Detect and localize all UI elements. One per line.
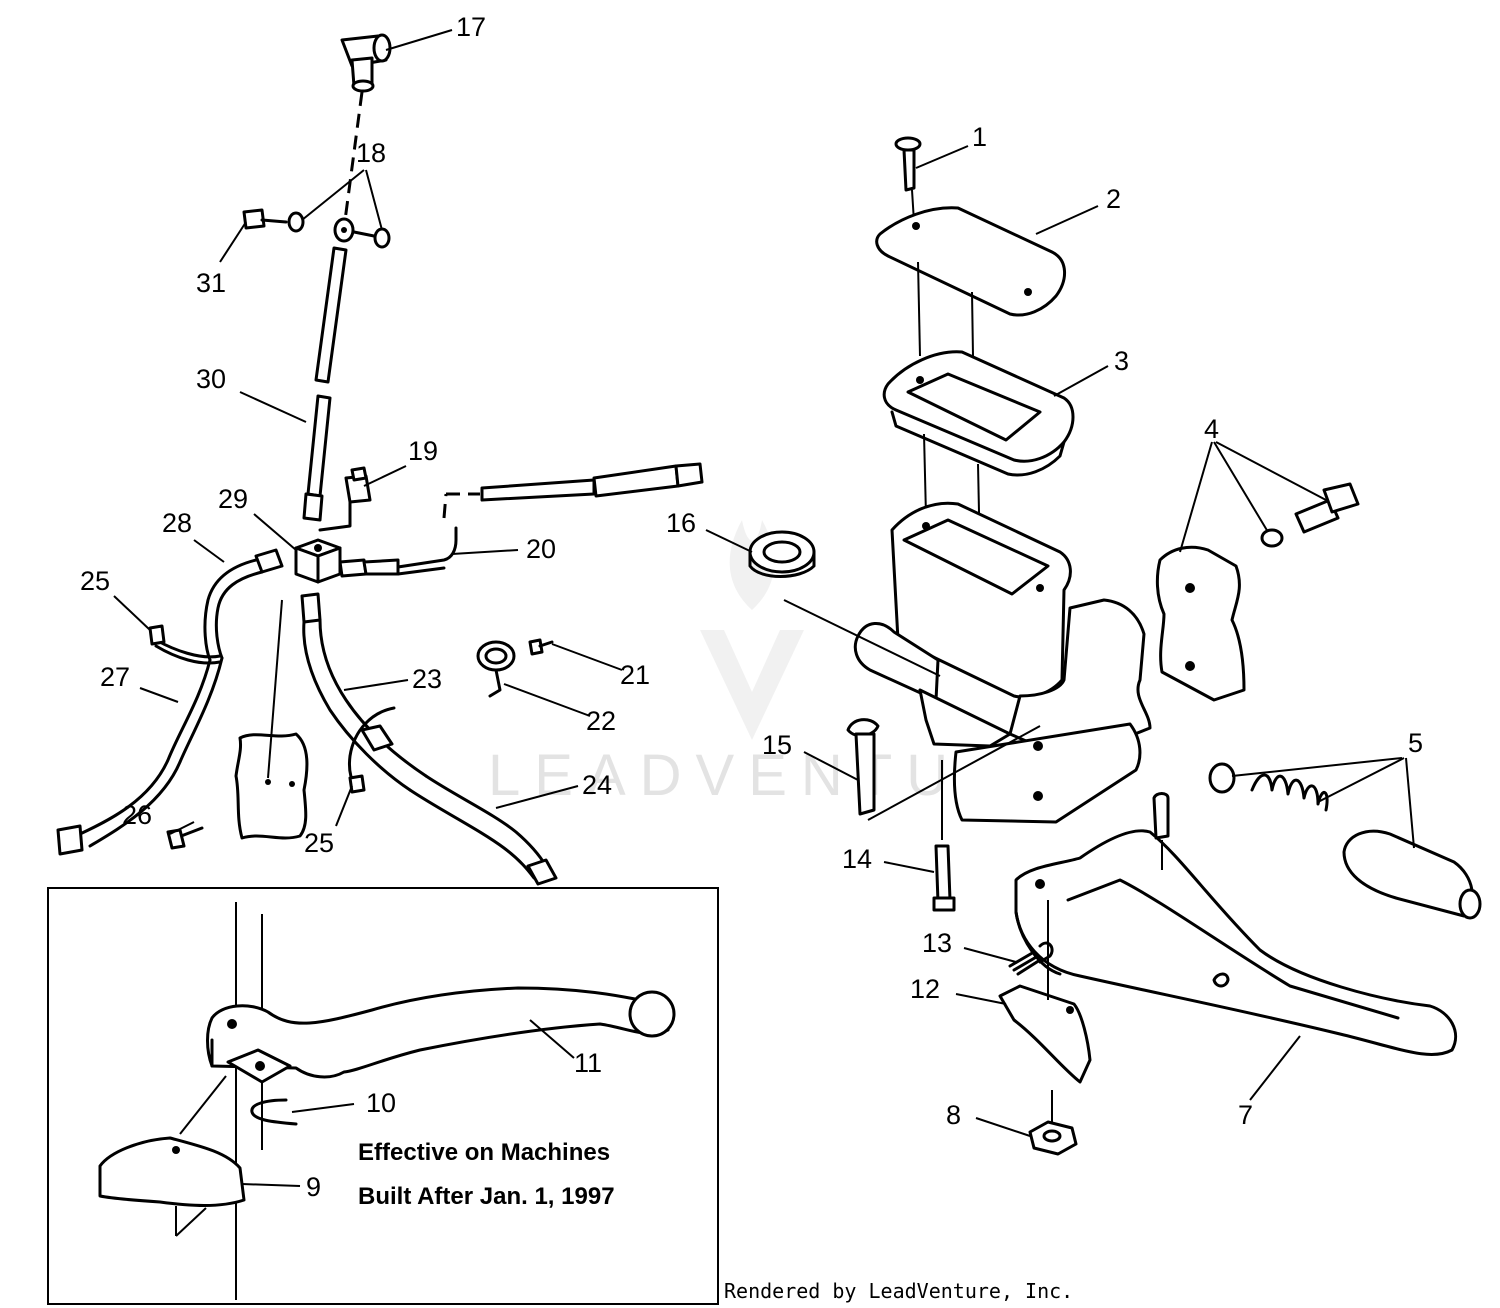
callout-30: 30 [196, 364, 226, 394]
callout-31: 31 [196, 268, 226, 298]
callout-25-lower: 25 [304, 828, 334, 858]
render-credit: Rendered by LeadVenture, Inc. [724, 1279, 1073, 1303]
callout-8: 8 [946, 1100, 961, 1130]
callout-17: 17 [456, 12, 486, 42]
brake-line-assembly [56, 33, 704, 886]
callout-5: 5 [1408, 728, 1423, 758]
part-17-tee-fitting [340, 33, 392, 93]
part-2-reservoir-cover [875, 206, 1066, 317]
inset-panel: Effective on Machines Built After Jan. 1… [47, 887, 719, 1305]
part-19-bleeder-valve [318, 466, 372, 532]
leader-lines [113, 29, 1415, 1187]
callout-21: 21 [620, 660, 650, 690]
callout-3: 3 [1114, 346, 1129, 376]
callout-26: 26 [122, 800, 152, 830]
part-29-junction-block [294, 538, 342, 584]
callout-25-upper: 25 [80, 566, 110, 596]
inset-note-line1: Effective on Machines [358, 1139, 610, 1166]
part-13-return-spring [1008, 941, 1054, 976]
part-23-brake-hose [300, 592, 428, 792]
master-cylinder-assembly [748, 136, 1482, 1156]
part-15-pivot-bolt [846, 718, 880, 816]
callout-18: 18 [356, 138, 386, 168]
callout-2: 2 [1106, 184, 1121, 214]
callout-15: 15 [762, 730, 792, 760]
part-28-brake-hose [56, 548, 284, 856]
part-1-cover-screw [894, 136, 922, 192]
callout-20: 20 [526, 534, 556, 564]
part-11-brake-lever [206, 986, 676, 1079]
part-3-reservoir-gasket [882, 350, 1075, 477]
callout-24: 24 [582, 770, 612, 800]
inset-note-line2: Built After Jan. 1, 1997 [358, 1183, 615, 1210]
callout-10: 10 [366, 1088, 396, 1118]
callout-19: 19 [408, 436, 438, 466]
part-31-banjo-bolt [242, 208, 391, 249]
callout-7: 7 [1238, 1100, 1253, 1130]
callout-23: 23 [412, 664, 442, 694]
part-25-hose-clamp [148, 624, 222, 665]
part-14-lever-bolt [932, 844, 956, 912]
callout-11: 11 [574, 1048, 602, 1078]
callout-9: 9 [306, 1172, 321, 1202]
part-30-brake-line [302, 246, 348, 522]
callout-labels: 1 2 3 4 5 7 8 9 10 11 12 13 14 15 16 17 … [80, 12, 1423, 1202]
part-16-dust-boot [748, 530, 816, 578]
part-22-line-clip [476, 638, 554, 698]
part-12-brake-cam [998, 984, 1092, 1084]
part-5-piston-kit [1208, 762, 1482, 920]
callout-4: 4 [1204, 414, 1219, 444]
part-20-brake-line [338, 462, 704, 578]
callout-27: 27 [100, 662, 130, 692]
callout-16: 16 [666, 508, 696, 538]
callout-13: 13 [922, 928, 952, 958]
part-10-return-spring [226, 1048, 298, 1126]
callout-14: 14 [842, 844, 872, 874]
callout-29: 29 [218, 484, 248, 514]
callout-28: 28 [162, 508, 192, 538]
callout-1: 1 [972, 122, 987, 152]
part-8-hex-nut [1028, 1120, 1078, 1156]
part-24-brake-line [408, 774, 558, 886]
part-9-brake-cam [98, 1136, 246, 1207]
part-4-handlebar-clamp [1155, 482, 1360, 702]
callout-12: 12 [910, 974, 940, 1004]
part-25-hose-clamp-lower [348, 706, 396, 794]
callout-22: 22 [586, 706, 616, 736]
part-7-brake-lever [1014, 829, 1458, 1057]
part-26-mount-plate [166, 599, 309, 850]
